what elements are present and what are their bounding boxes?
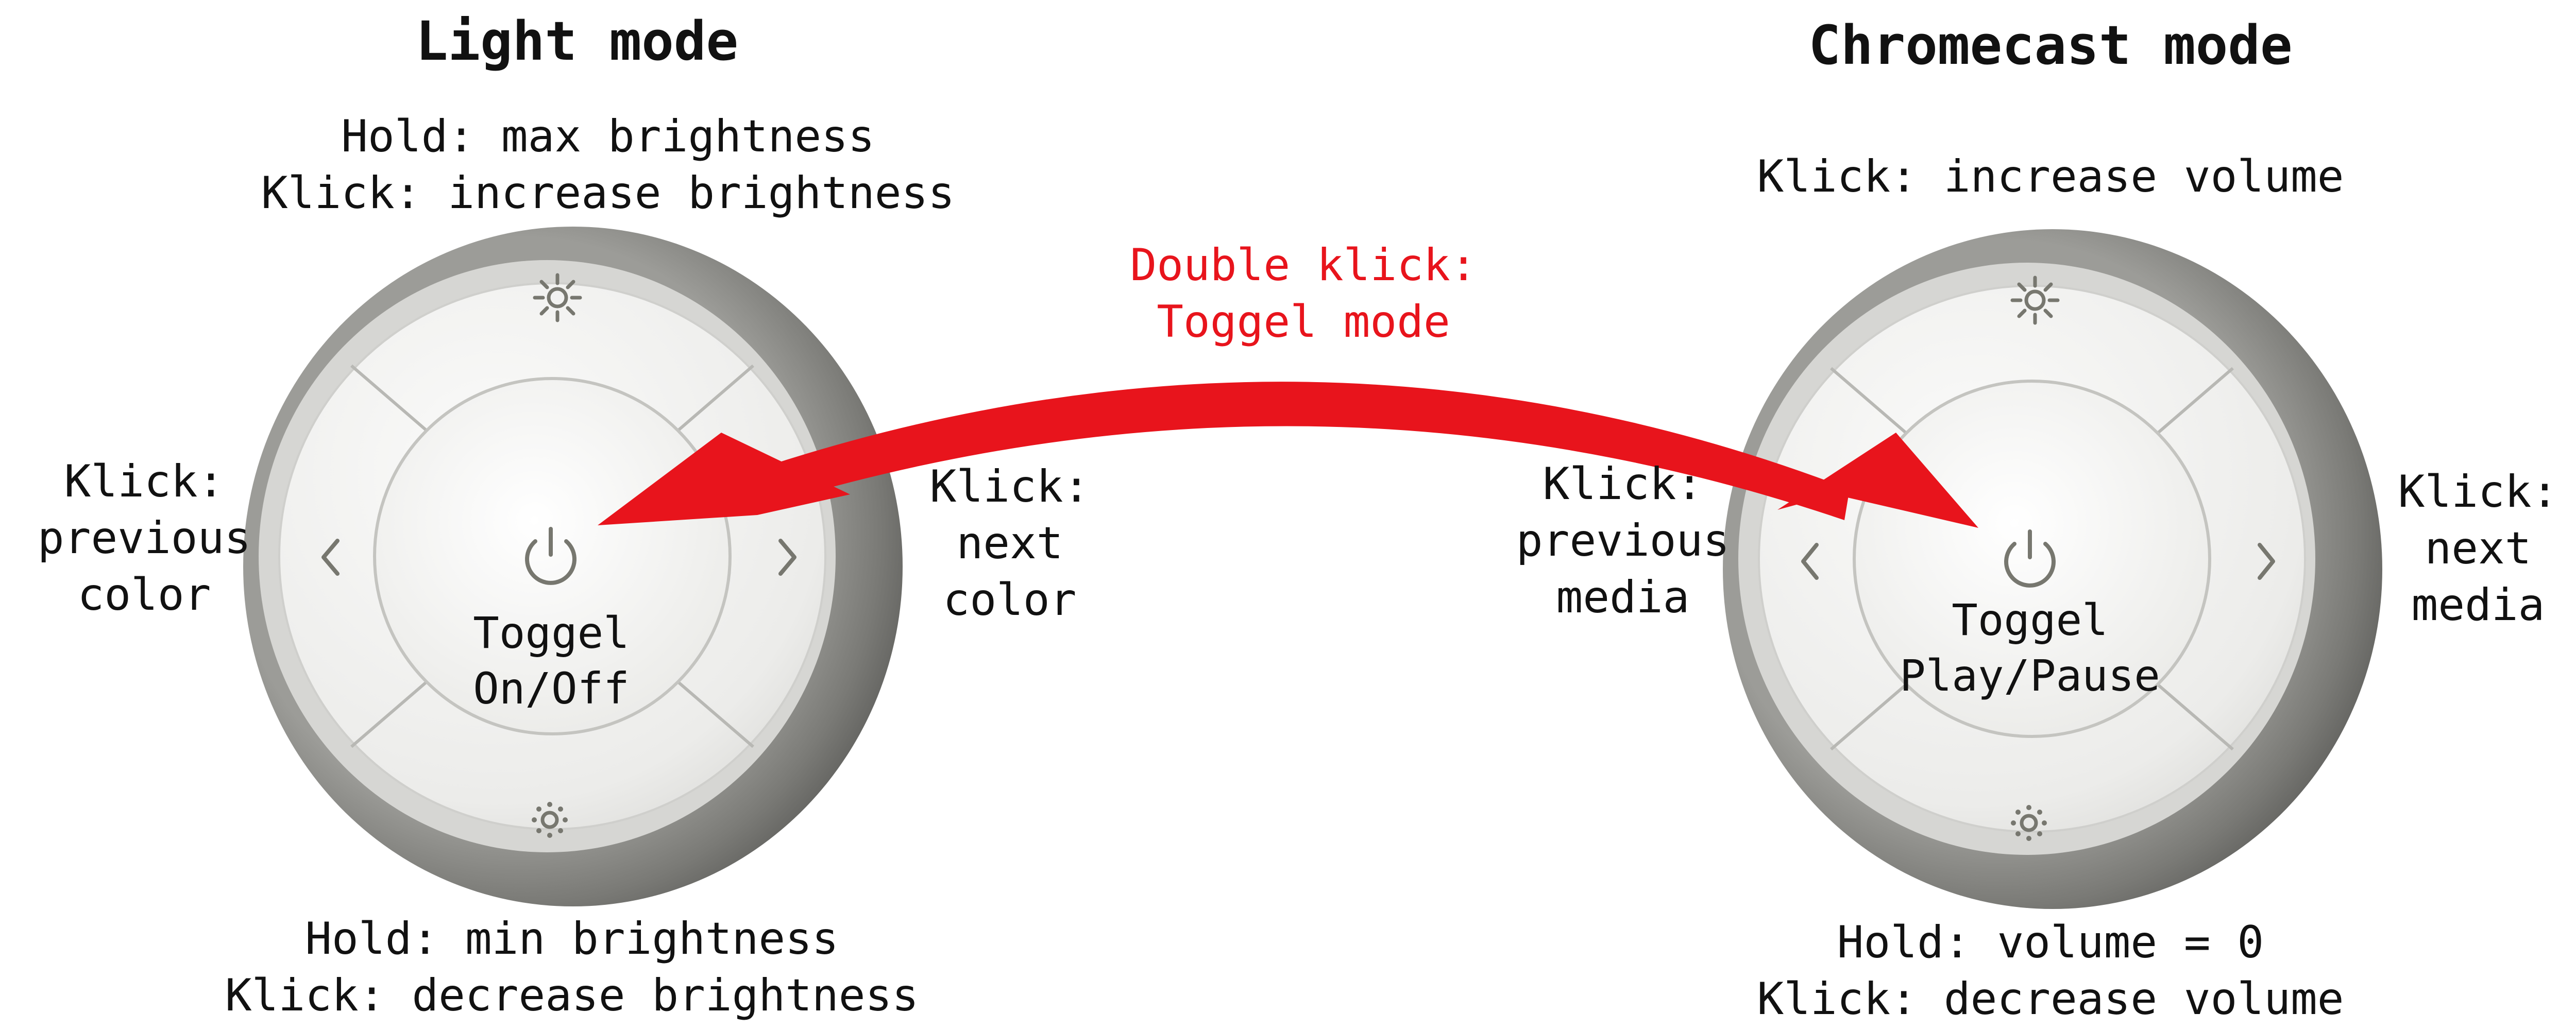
light-right-line1: Klick: xyxy=(929,461,1090,512)
chevron-left-icon xyxy=(1801,543,1819,580)
light-top-line1: Hold: max brightness xyxy=(341,111,875,162)
light-right-line3: color xyxy=(943,574,1077,626)
light-right-label: Klick: next color xyxy=(907,458,1113,628)
chromecast-left-line3: media xyxy=(1556,572,1690,623)
chromecast-center-line2: Play/Pause xyxy=(1900,650,2160,701)
chevron-left-icon xyxy=(321,539,340,576)
chromecast-left-line2: previous xyxy=(1516,515,1730,566)
toggle-mode-line1: Double klick: xyxy=(1130,239,1477,291)
double-arrow-icon xyxy=(598,382,1978,528)
chromecast-mode-title: Chromecast mode xyxy=(1808,14,2293,77)
chromecast-bottom-line1: Hold: volume = 0 xyxy=(1837,917,2264,968)
light-center-line1: Toggel xyxy=(473,608,630,658)
light-top-label: Hold: max brightness Klick: increase bri… xyxy=(247,108,969,221)
light-left-label: Klick: previous color xyxy=(31,453,258,623)
chromecast-right-line1: Klick: xyxy=(2398,466,2558,518)
light-top-line2: Klick: increase brightness xyxy=(261,167,955,219)
chromecast-bottom-label: Hold: volume = 0 Klick: decrease volume xyxy=(1741,914,2360,1027)
toggle-mode-line2: Toggel mode xyxy=(1157,296,1450,348)
chromecast-bottom-line2: Klick: decrease volume xyxy=(1757,973,2344,1025)
light-bottom-line1: Hold: min brightness xyxy=(305,913,839,965)
chromecast-top-line1: Klick: increase volume xyxy=(1757,151,2344,202)
chromecast-left-label: Klick: previous media xyxy=(1504,456,1741,626)
toggle-mode-label: Double klick: Toggel mode xyxy=(1072,237,1535,350)
chromecast-left-line1: Klick: xyxy=(1543,458,1703,510)
light-mode-title: Light mode xyxy=(415,10,739,73)
light-center-line2: On/Off xyxy=(473,663,630,714)
chromecast-top-label: Klick: increase volume xyxy=(1741,148,2360,205)
light-bottom-line2: Klick: decrease brightness xyxy=(225,970,919,1021)
chromecast-right-line3: media xyxy=(2411,579,2545,631)
light-left-line1: Klick: xyxy=(64,456,225,507)
chromecast-center-line1: Toggel xyxy=(1952,595,2108,645)
chevron-right-icon xyxy=(778,539,796,576)
chevron-right-icon xyxy=(2258,543,2275,580)
light-center-label: Toggel On/Off xyxy=(412,605,690,716)
chromecast-right-label: Klick: next media xyxy=(2391,464,2566,633)
light-left-line3: color xyxy=(77,569,211,621)
chromecast-center-label: Toggel Play/Pause xyxy=(1865,592,2195,703)
light-left-line2: previous xyxy=(37,512,251,564)
chromecast-right-line2: next xyxy=(2425,523,2532,574)
light-right-line2: next xyxy=(956,518,1063,569)
light-bottom-label: Hold: min brightness Klick: decrease bri… xyxy=(185,911,958,1024)
